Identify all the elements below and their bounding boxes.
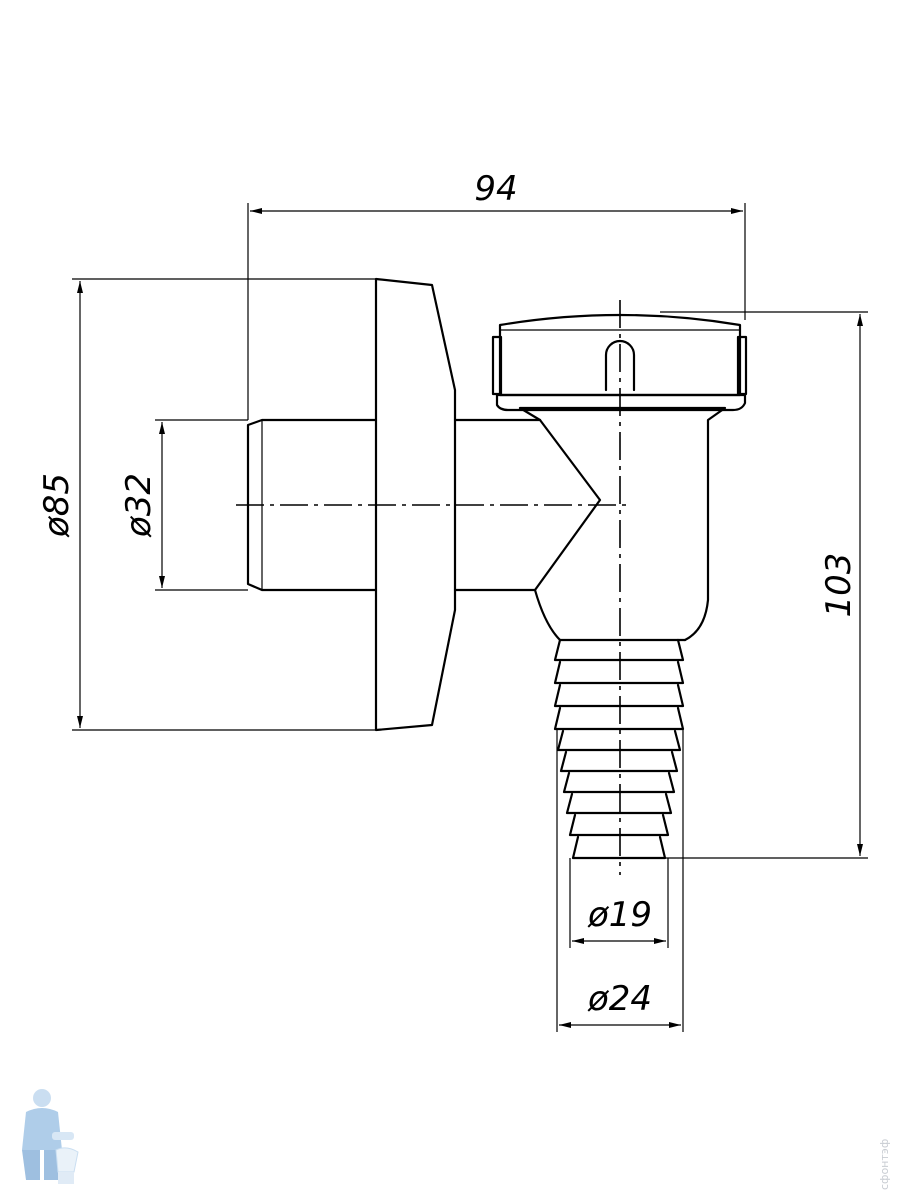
- siphon-body: [246, 277, 748, 860]
- dimension-label-103: 103: [819, 553, 859, 618]
- dimension-label-24: ø24: [587, 979, 652, 1019]
- dimension-label-32: ø32: [119, 473, 159, 538]
- dimension-pipe-diameter: ø32: [119, 419, 248, 591]
- dimension-flange-diameter: ø85: [37, 278, 376, 731]
- plumber-logo: [22, 1089, 79, 1184]
- center-lines: [236, 300, 630, 875]
- dimension-label-85: ø85: [37, 473, 77, 538]
- dimension-overall-width: 94: [247, 169, 746, 420]
- dimension-height: 103: [660, 311, 868, 859]
- watermark-text: сфонтэф: [878, 1139, 891, 1190]
- dimension-label-94: 94: [474, 169, 517, 209]
- dimension-hose-inner: ø19: [569, 858, 669, 948]
- dimension-label-19: ø19: [587, 895, 652, 935]
- dimension-hose-outer: ø24: [556, 730, 684, 1032]
